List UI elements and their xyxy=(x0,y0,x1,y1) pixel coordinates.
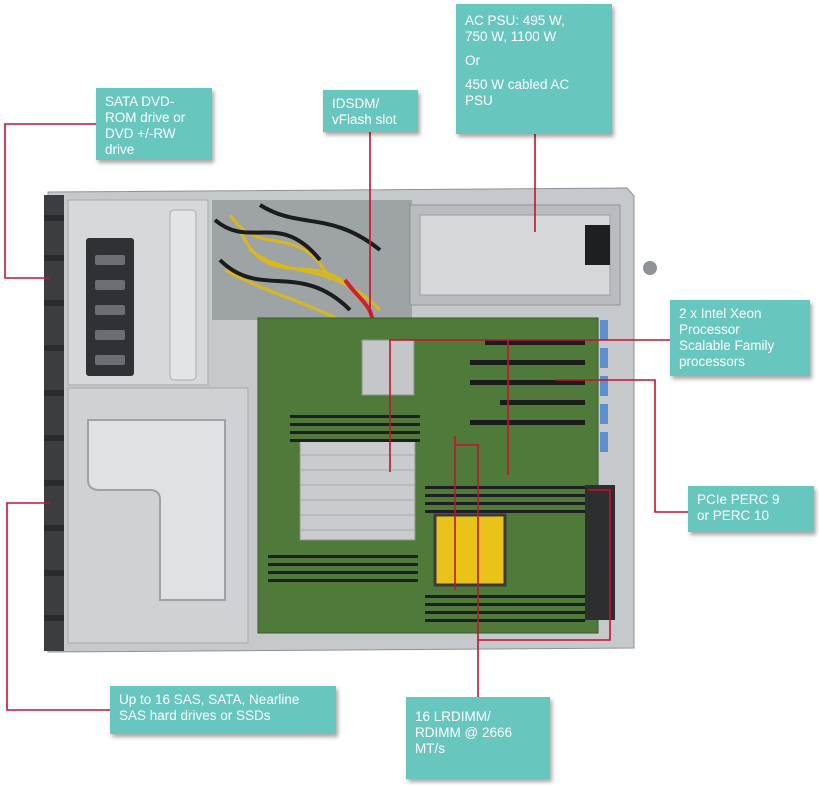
callout-cpu-line-4: processors xyxy=(679,354,746,369)
heatsink-cpu1 xyxy=(299,439,416,541)
pcie-brackets xyxy=(600,320,608,452)
callout-dvd-drive: SATA DVD- ROM drive or DVD +/-RW drive xyxy=(96,88,212,160)
callout-dimm: 16 LRDIMM/ RDIMM @ 2666 MT/s xyxy=(406,697,550,779)
psu-unit xyxy=(419,214,611,296)
callout-drives: Up to 16 SAS, SATA, Nearline SAS hard dr… xyxy=(110,686,336,734)
cpu2-socket xyxy=(433,513,507,587)
callout-idsdm-line-1: IDSDM/ xyxy=(332,96,380,111)
callout-dimm-line-3: MT/s xyxy=(415,741,445,756)
callout-perc-line-1: PCIe PERC 9 xyxy=(697,492,780,507)
callout-perc-line-2: or PERC 10 xyxy=(697,508,770,523)
leader-line-dimm-bus xyxy=(478,489,611,641)
callout-dvd-line-3: DVD +/-RW xyxy=(105,126,176,141)
leader-line-dvd xyxy=(4,123,96,279)
callout-perc: PCIe PERC 9 or PERC 10 xyxy=(688,486,814,532)
callout-psu: AC PSU: 495 W, 750 W, 1100 W Or 450 W ca… xyxy=(456,4,612,134)
callout-psu-line-3: 450 W cabled AC xyxy=(465,77,570,92)
callout-dvd-line-4: drive xyxy=(105,142,135,157)
callout-cpu-line-1: 2 x Intel Xeon xyxy=(679,306,762,321)
callout-psu-line-4: PSU xyxy=(465,93,493,108)
callout-drives-line-2: SAS hard drives or SSDs xyxy=(119,708,271,723)
callout-dimm-line-1: 16 LRDIMM/ xyxy=(415,709,491,724)
callout-dimm-line-2: RDIMM @ 2666 xyxy=(415,725,512,740)
leader-line-perc xyxy=(555,379,688,513)
callout-psu-line-1: AC PSU: 495 W, xyxy=(465,13,565,28)
front-bezel-vents xyxy=(44,215,64,621)
leader-line-drives xyxy=(6,502,110,711)
power-cables xyxy=(224,214,382,322)
callout-psu-or: Or xyxy=(465,53,480,68)
pcie-slots xyxy=(470,340,585,425)
callout-cpu-line-2: Processor xyxy=(679,322,740,337)
callout-drives-line-1: Up to 16 SAS, SATA, Nearline xyxy=(119,692,300,707)
callout-psu-line-2: 750 W, 1100 W xyxy=(465,29,557,44)
callout-cpu: 2 x Intel Xeon Processor Scalable Family… xyxy=(670,300,810,376)
callout-dvd-line-2: ROM drive or xyxy=(105,110,186,125)
chipset-heatsink xyxy=(361,339,415,396)
chassis-lock xyxy=(643,261,657,275)
drive-cage-stamp xyxy=(87,419,226,601)
leader-line-dimm-2 xyxy=(455,444,479,640)
callout-cpu-line-3: Scalable Family xyxy=(679,338,775,353)
callout-idsdm-line-2: vFlash slot xyxy=(332,112,397,127)
callout-dvd-line-1: SATA DVD- xyxy=(105,94,175,109)
leader-line-cpu xyxy=(389,339,670,472)
dimm-slots xyxy=(268,415,585,622)
callout-idsdm-slot: IDSDM/ vFlash slot xyxy=(323,90,418,132)
front-bezel xyxy=(44,195,64,651)
